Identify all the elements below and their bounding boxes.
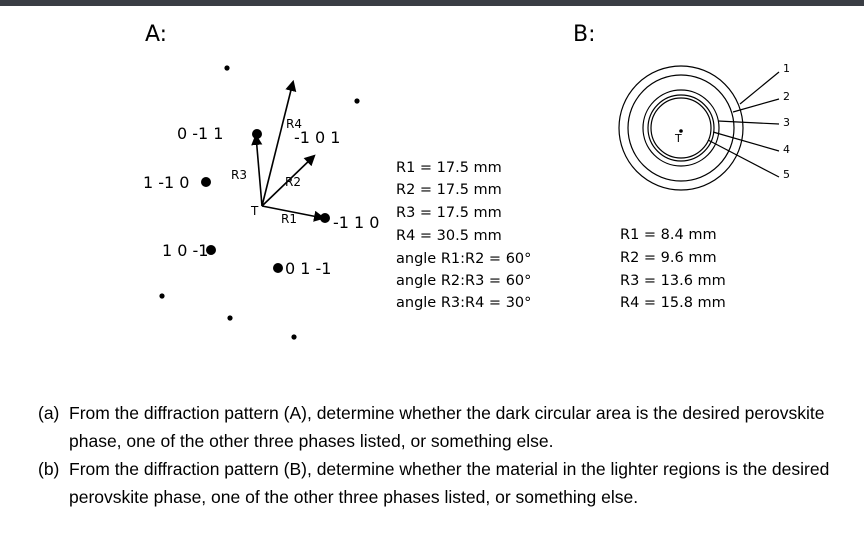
small-spot <box>224 65 230 71</box>
large-spot <box>273 263 283 273</box>
spot-label: 1 -1 0 <box>143 173 190 192</box>
measurement-b: R4 = 15.8 mm <box>620 295 726 311</box>
vector-r4 <box>261 79 297 207</box>
small-spot <box>227 315 233 321</box>
leader-line-3 <box>717 120 780 125</box>
spot-label: 0 -1 1 <box>177 124 224 143</box>
measurement-b: R3 = 13.6 mm <box>620 273 726 289</box>
large-spot <box>252 129 262 139</box>
small-spot <box>291 334 297 340</box>
small-spot <box>159 293 165 299</box>
ring-number: 1 <box>783 62 790 75</box>
leader-line-5 <box>707 139 780 178</box>
question-text: From the diffraction pattern (B), determ… <box>69 459 830 507</box>
origin-label: T <box>251 204 259 218</box>
ring-3 <box>642 89 720 167</box>
large-spot <box>201 177 211 187</box>
spot-label: 1 0 -1 <box>162 241 209 260</box>
ring-2 <box>627 74 735 182</box>
vector-r1 <box>261 205 326 222</box>
measurement-a: angle R2:R3 = 60° <box>396 273 532 289</box>
ring-number: 5 <box>783 168 790 181</box>
measurement-a: R1 = 17.5 mm <box>396 160 502 176</box>
spot-label: -1 0 1 <box>294 128 341 147</box>
small-spot <box>354 98 360 104</box>
ring-number: 2 <box>783 90 790 103</box>
question-text: From the diffraction pattern (A), determ… <box>69 403 825 451</box>
leader-line-1 <box>739 71 780 105</box>
center-label: T <box>675 132 682 145</box>
vector-label-r1: R1 <box>281 212 297 226</box>
vector-label-r2: R2 <box>285 175 301 189</box>
question-tag: (b) <box>38 459 60 479</box>
measurement-a: angle R1:R2 = 60° <box>396 251 532 267</box>
vector-r3 <box>251 133 263 207</box>
vector-label-r3: R3 <box>231 168 247 182</box>
ring-1 <box>618 65 744 191</box>
measurement-a: R4 = 30.5 mm <box>396 228 502 244</box>
leader-line-4 <box>712 131 780 152</box>
measurement-a: R3 = 17.5 mm <box>396 205 502 221</box>
measurement-b: R1 = 8.4 mm <box>620 227 717 243</box>
vector-label-r4: R4 <box>286 117 302 131</box>
question-tag: (a) <box>38 403 60 423</box>
ring-number: 3 <box>783 116 790 129</box>
ring-number: 4 <box>783 143 790 156</box>
ring-4 <box>647 94 715 162</box>
measurement-a: R2 = 17.5 mm <box>396 182 502 198</box>
leader-line-2 <box>732 98 780 113</box>
measurement-a: angle R3:R4 = 30° <box>396 295 532 311</box>
panel-a-label: A: <box>145 22 168 47</box>
panel-b-label: B: <box>573 22 596 47</box>
large-spot <box>206 245 216 255</box>
vector-r2 <box>261 154 316 207</box>
measurement-b: R2 = 9.6 mm <box>620 250 717 266</box>
spot-label: -1 1 0 <box>333 213 380 232</box>
ring-5 <box>650 97 712 159</box>
center-dot <box>679 129 683 133</box>
top-bar <box>0 0 864 6</box>
spot-label: 0 1 -1 <box>285 259 332 278</box>
